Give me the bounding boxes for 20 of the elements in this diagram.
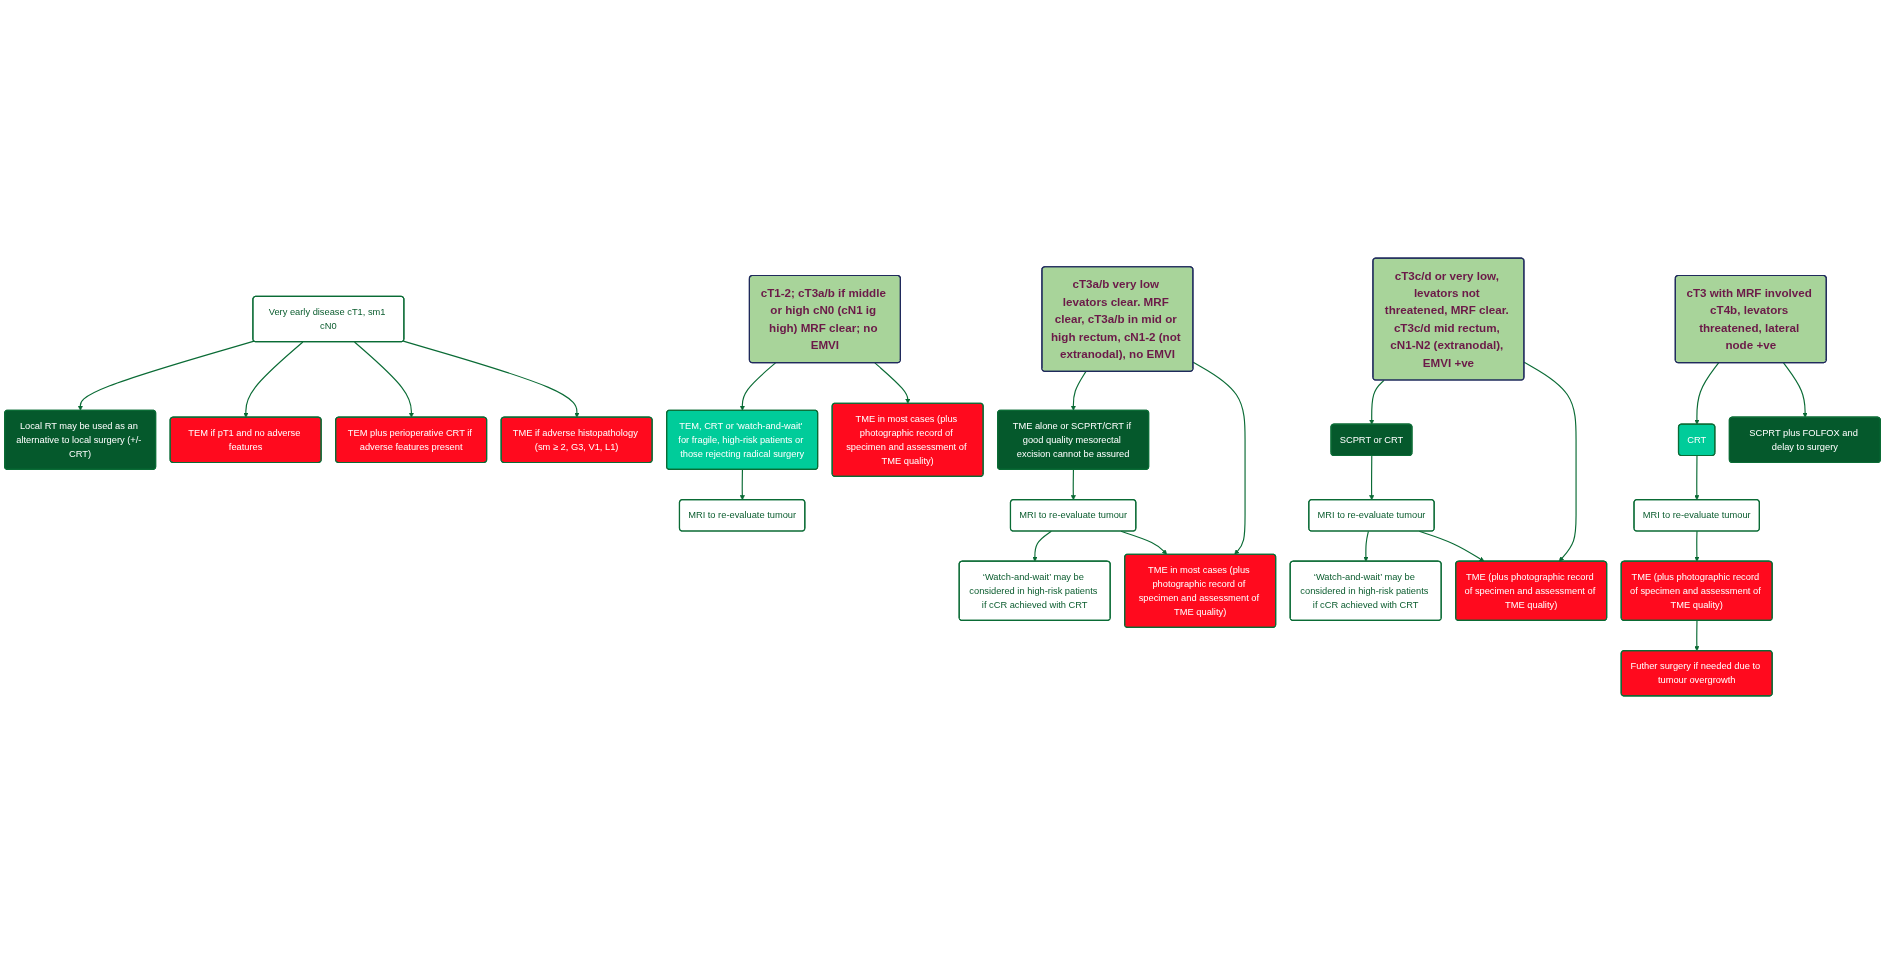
arrow bbox=[77, 340, 255, 411]
arrow bbox=[1192, 361, 1246, 555]
arrow bbox=[1032, 530, 1052, 562]
arrow bbox=[1369, 455, 1375, 501]
arrow bbox=[1782, 362, 1808, 418]
arrow bbox=[1369, 379, 1385, 425]
arrow bbox=[1523, 361, 1577, 562]
arrow bbox=[874, 362, 911, 404]
arrow bbox=[1363, 530, 1369, 562]
arrow bbox=[1694, 620, 1700, 652]
arrow bbox=[1694, 530, 1700, 562]
arrow bbox=[243, 341, 304, 418]
arrow bbox=[353, 341, 414, 418]
arrow bbox=[1070, 371, 1087, 411]
arrow bbox=[739, 469, 745, 501]
arrow bbox=[1694, 362, 1720, 425]
arrow bbox=[1694, 455, 1700, 501]
arrow bbox=[739, 362, 777, 411]
arrow bbox=[402, 340, 580, 418]
arrow bbox=[1070, 469, 1076, 501]
